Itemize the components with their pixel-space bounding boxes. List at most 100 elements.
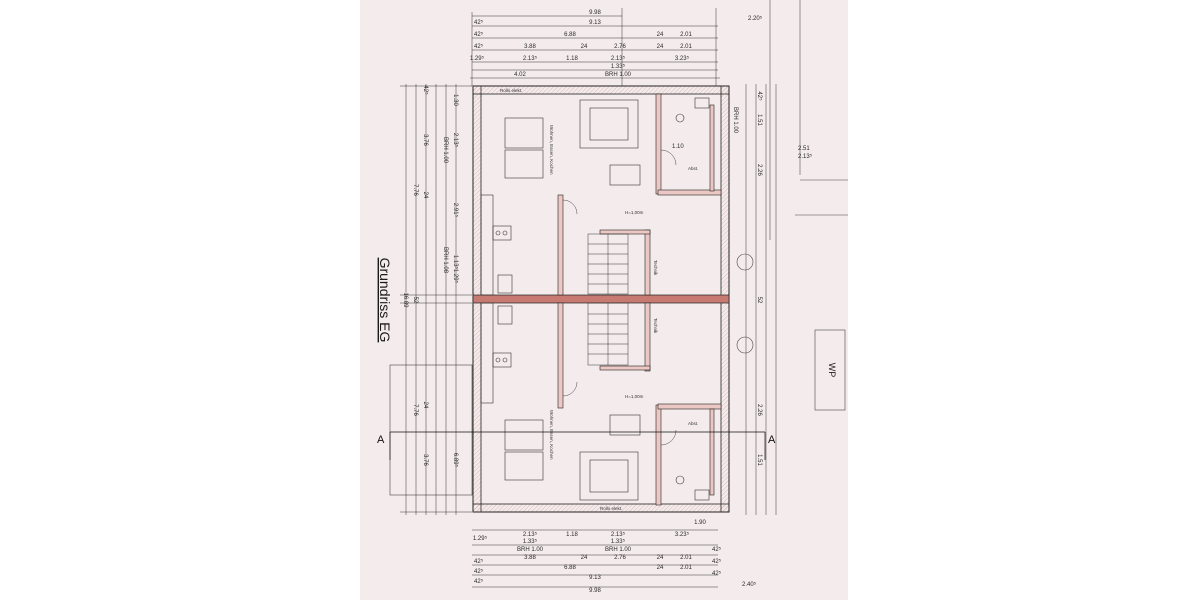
dim-left-party: 52 — [412, 297, 418, 304]
dim-right-h: 1.10 — [672, 144, 684, 150]
dim-top-r4-wall2: 24 — [657, 44, 664, 50]
dim-left-brh: BRH 1.00 — [442, 137, 448, 164]
room-label-living-bottom: Wohnen, Essen, Kochen — [549, 410, 554, 460]
room-label-technik-top: Technik — [653, 260, 658, 276]
dim-bottom-overall: 9.98 — [589, 588, 601, 594]
kitchen-counters — [480, 194, 513, 404]
floor-plan-drawing: Grundriss EG A A WP 9.98 42⁵ 9.13 2.20⁵ … — [377, 0, 848, 594]
dim-top-r4-wall1: 24 — [581, 44, 588, 50]
dim-bottom-r4-e: 24 — [657, 555, 664, 561]
dim-top-r3-right: 2.01 — [680, 32, 692, 38]
dim-top-r2-right: 2.20⁵ — [748, 15, 763, 22]
dim-top-r3-left: 42⁵ — [474, 31, 484, 38]
dim-top-r2-mid: 9.13 — [589, 20, 601, 26]
dim-bottom-r6-c: 42⁵ — [712, 570, 722, 577]
dim-bottom-r1-b: 2.13⁵ — [523, 531, 538, 538]
dim-left-lower-a: 3.76 — [422, 454, 428, 466]
dim-left-wall-a: 24 — [422, 192, 428, 199]
wp-label: WP — [827, 363, 837, 378]
dim-left-overall: 16.89 — [402, 292, 408, 308]
room-label-rollo-bottom: Rollo elekt. — [600, 506, 622, 511]
dim-left-top-margin: 42⁵ — [422, 85, 429, 95]
dim-bottom-r1-c: 1.18 — [566, 532, 578, 538]
dim-top-r4-b: 2.76 — [614, 44, 626, 50]
dim-bottom-r6-b: 9.13 — [589, 575, 601, 581]
floor-plan-sheet: Grundriss EG A A WP 9.98 42⁵ 9.13 2.20⁵ … — [360, 0, 848, 600]
dim-right-f: 2.51 — [798, 146, 810, 152]
dim-bottom-r4-b: 3.88 — [524, 555, 536, 561]
room-label-height-bottom: H=1,00m — [625, 394, 644, 399]
dim-bottom-r5-d: 2.01 — [680, 565, 692, 571]
dim-top-r3-mid: 6.88 — [564, 32, 576, 38]
dim-right-brh: BRH 1.00 — [732, 107, 738, 134]
drawing-title: Grundriss EG — [377, 258, 393, 343]
room-label-living-top: Wohnen, Essen, Kochen — [549, 125, 554, 175]
dim-top-r5-b: 2.13⁵ — [523, 55, 538, 62]
dim-bottom-r1-d: 2.13⁵ — [611, 531, 626, 538]
dim-right-g: 42⁵ — [756, 91, 763, 101]
dim-left-wall-b: 24 — [422, 402, 428, 409]
dim-top-r7-b: BRH 1.00 — [605, 72, 632, 78]
dim-top-overall: 9.98 — [589, 10, 601, 16]
dim-right-a: 1.51 — [756, 114, 762, 126]
dim-left-upper-a: 3.76 — [422, 134, 428, 146]
room-label-abst-top: Abst. — [688, 166, 698, 171]
dim-top-r5-a: 1.29⁵ — [470, 55, 485, 62]
dim-bottom-r6-a: 42⁵ — [474, 578, 484, 585]
party-wall — [472, 294, 730, 304]
dim-top-r4-a: 3.88 — [524, 44, 536, 50]
dim-left-lower-b: 6.89⁵ — [452, 453, 459, 468]
dim-bottom-right: 2.40⁵ — [742, 581, 757, 588]
dim-left-window: 2.13⁵ — [452, 133, 459, 148]
dim-top-r6: 1.33⁵ — [611, 63, 626, 70]
doors — [562, 149, 677, 446]
stairs — [587, 233, 629, 366]
dim-top-r4-left: 42⁵ — [474, 43, 484, 50]
room-label-rollo-top: Rollo elekt. — [500, 88, 522, 93]
dim-left-mid-c: 1.29⁵ — [452, 269, 459, 284]
exterior-features — [389, 179, 848, 496]
left-dimension-lines — [400, 84, 472, 515]
right-dimension-lines — [745, 84, 777, 515]
dim-top-r4-c: 2.01 — [680, 44, 692, 50]
room-label-height-top: H=1,00m — [625, 210, 644, 215]
dim-bottom-r4-d: 2.76 — [614, 555, 626, 561]
dim-bottom-r5-c: 24 — [657, 565, 664, 571]
dim-bottom-r1-a: 1.29⁵ — [473, 535, 488, 542]
dim-bottom-r5-e: 42⁵ — [712, 558, 722, 565]
dim-bottom-r4-g: 42⁵ — [712, 546, 722, 553]
dim-left-mid-b: 1.13⁵ — [452, 255, 459, 270]
dim-bottom-r5-b: 6.88 — [564, 565, 576, 571]
dim-left-top-window: 1.30 — [452, 94, 458, 106]
dim-bottom-r3-b: BRH 1.00 — [605, 547, 632, 553]
bottom-dimension-lines — [472, 529, 718, 588]
dim-bottom-r2-b: 1.33⁵ — [611, 538, 626, 545]
top-dimension-lines — [470, 0, 801, 240]
dim-top-r5-e: 3.23⁵ — [675, 55, 690, 62]
dim-top-r2-left: 42⁵ — [474, 19, 484, 26]
dim-bottom-r4-a: 42⁵ — [474, 558, 484, 565]
dim-top-r3-wall: 24 — [657, 32, 664, 38]
furniture — [504, 99, 641, 501]
dim-right-party: 52 — [756, 297, 762, 304]
dim-right-d: 2.26 — [756, 404, 762, 416]
dim-top-r7-a: 4.02 — [514, 72, 526, 78]
dim-top-r5-c: 1.18 — [566, 56, 578, 62]
section-marker-left: A — [377, 434, 385, 446]
room-label-abst-bottom: Abst. — [688, 421, 698, 426]
room-label-technik-bottom: Technik — [653, 318, 658, 334]
dim-right-e: 2.13⁵ — [798, 153, 813, 160]
dim-top-r5-d: 2.13⁵ — [611, 55, 626, 62]
dim-bottom-r1-e: 3.23⁵ — [675, 531, 690, 538]
dim-bottom-r3-a: BRH 1.00 — [517, 547, 544, 553]
dim-bottom-r5-a: 42⁵ — [474, 568, 484, 575]
dim-bottom-r1-f: 1.90 — [694, 520, 706, 526]
section-line — [389, 431, 766, 460]
dim-left-upper-unit: 7.76 — [412, 184, 418, 196]
bathroom-fixtures — [675, 97, 710, 501]
dim-right-c: 1.51 — [756, 454, 762, 466]
dim-left-mid-a: 2.91⁵ — [452, 203, 459, 218]
section-marker-right: A — [768, 434, 776, 446]
dim-bottom-r4-c: 24 — [581, 555, 588, 561]
dim-right-b: 2.26 — [756, 164, 762, 176]
